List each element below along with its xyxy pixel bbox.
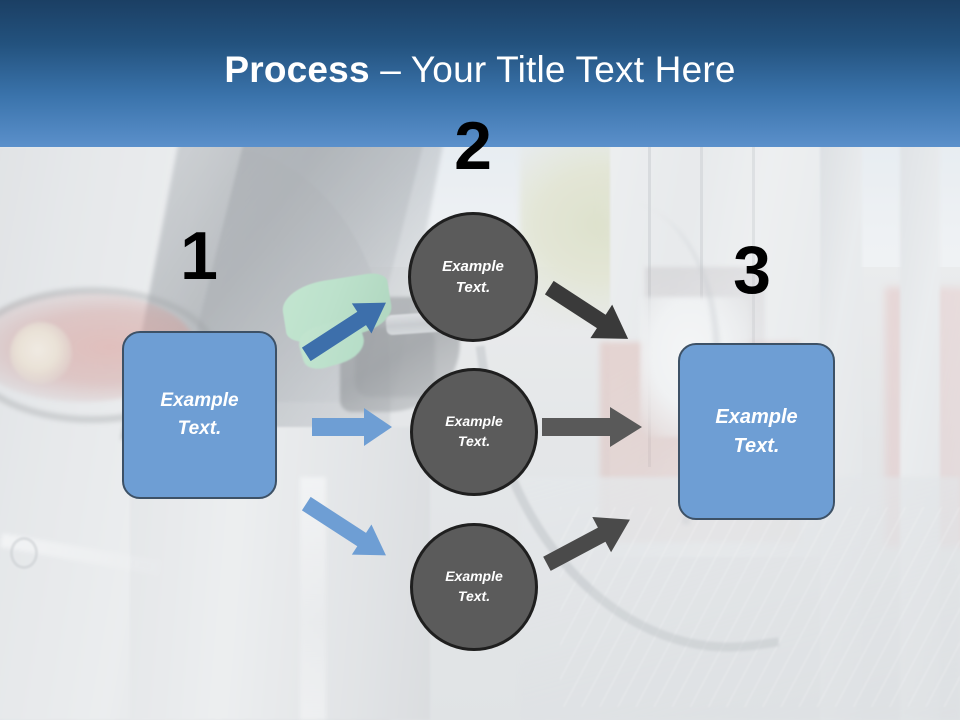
- page-title-bold: Process: [224, 49, 370, 90]
- process-box-right[interactable]: Example Text.: [678, 343, 835, 520]
- arrow-blue-down-right: [301, 496, 405, 578]
- arrow-blue-up-right: [301, 278, 405, 362]
- process-circle-bottom-text: Example Text.: [445, 567, 503, 606]
- process-box-left-line1: Example: [160, 390, 239, 412]
- process-circle-top-line1: Example: [442, 258, 504, 275]
- process-box-right-line1: Example: [715, 405, 798, 428]
- process-circle-bottom[interactable]: Example Text.: [410, 523, 538, 651]
- process-box-right-text: Example Text.: [715, 403, 797, 461]
- arrow-gray-up-right: [543, 498, 646, 578]
- page-title: Process – Your Title Text Here: [0, 48, 960, 92]
- step-number-2: 2: [454, 108, 492, 184]
- process-circle-top-text: Example Text.: [442, 256, 504, 298]
- title-banner: Process – Your Title Text Here: [0, 0, 960, 147]
- step-number-3: 3: [733, 232, 771, 308]
- process-circle-middle-line2: Text.: [457, 433, 491, 449]
- process-box-left-line2: Text.: [177, 418, 222, 439]
- arrow-gray-down-right: [544, 280, 648, 362]
- page-title-rest: – Your Title Text Here: [369, 49, 736, 90]
- process-box-right-line2: Text.: [733, 434, 780, 457]
- process-circle-middle[interactable]: Example Text.: [410, 368, 538, 496]
- process-box-left-text: Example Text.: [160, 387, 238, 442]
- process-circle-middle-text: Example Text.: [445, 412, 503, 451]
- process-box-left[interactable]: Example Text.: [122, 331, 277, 499]
- arrow-gray-right: [542, 406, 644, 448]
- process-circle-bottom-line2: Text.: [457, 588, 491, 604]
- step-number-1: 1: [180, 218, 218, 294]
- process-circle-bottom-line1: Example: [445, 568, 503, 585]
- process-circle-middle-line1: Example: [445, 413, 503, 430]
- process-circle-top[interactable]: Example Text.: [408, 212, 538, 342]
- arrow-blue-right: [312, 406, 394, 448]
- process-circle-top-line2: Text.: [455, 279, 491, 296]
